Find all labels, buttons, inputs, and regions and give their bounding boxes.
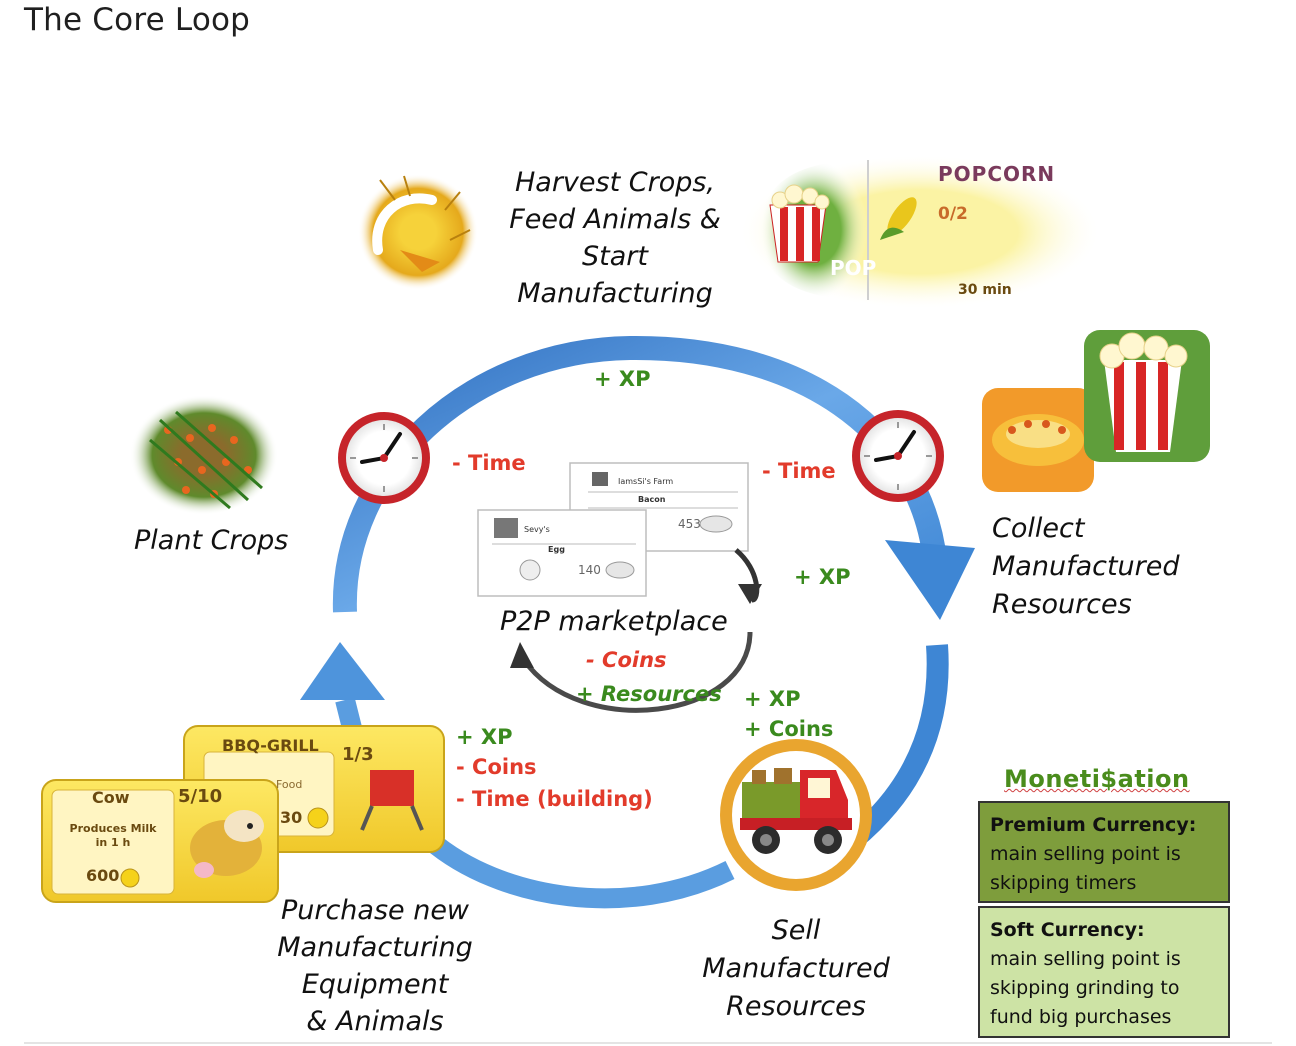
sell-xp-label: + XP [744, 687, 801, 711]
clock-icon [338, 412, 430, 504]
purchase-coins-label: - Coins [456, 755, 537, 779]
card-back-item: Bacon [638, 495, 666, 504]
popcorn-panel-label: POP [830, 256, 877, 280]
grill-card-price: 30 [280, 808, 303, 827]
right-time-label: - Time [762, 459, 836, 483]
p2p-resources-label: + Resources [576, 682, 722, 706]
delivery-truck-icon [720, 739, 872, 891]
bottom-divider [24, 1042, 1272, 1044]
grill-card-title: BBQ-GRILL [222, 736, 319, 755]
grill-card-count: 1/3 [342, 744, 374, 765]
purchase-time-label: - Time (building) [456, 787, 653, 811]
right-arrowhead [885, 540, 975, 620]
popcorn-panel-progress: 0/2 [938, 204, 968, 224]
card-back-farm: IamsSi's Farm [618, 477, 673, 486]
premium-currency-title: Premium Currency: [990, 814, 1197, 836]
card-front-price: 140 [578, 563, 601, 577]
crop-field-icon [130, 395, 278, 515]
popcorn-panel-title: POPCORN [938, 162, 1056, 186]
right-xp-label: + XP [794, 565, 851, 589]
left-arrowhead [300, 642, 385, 700]
p2p-coins-label: - Coins [586, 648, 667, 672]
top-xp-label: + XP [594, 367, 651, 391]
soft-currency-box: Soft Currency: main selling point is ski… [978, 906, 1230, 1038]
p2p-marketplace-title: P2P marketplace [500, 606, 728, 637]
step-sell-label: Sell Manufactured Resources [702, 915, 890, 1022]
bottom-arc [423, 832, 735, 909]
purchase-xp-label: + XP [456, 725, 513, 749]
cow-card-title: Cow [92, 788, 130, 807]
cow-card-price: 600 [86, 866, 120, 885]
card-back-price: 453 [678, 517, 701, 531]
soft-currency-text: main selling point is skipping grinding … [990, 948, 1181, 1028]
premium-currency-text: main selling point is skipping timers [990, 843, 1181, 894]
clock-icon [852, 410, 944, 502]
grill-card-desc: Food [276, 778, 303, 791]
step-collect-label: Collect Manufactured Resources [992, 513, 1180, 620]
step-plant-label: Plant Crops [134, 525, 289, 556]
soft-currency-title: Soft Currency: [990, 919, 1145, 941]
corn-icon [880, 197, 917, 240]
premium-currency-box: Premium Currency: main selling point is … [978, 801, 1230, 903]
card-front-item: Egg [548, 545, 565, 554]
monetisation-title: Moneti$ation [1004, 765, 1190, 793]
harvest-wheat-icon [358, 174, 478, 290]
collect-resources-icon [982, 330, 1210, 492]
cow-card-count: 5/10 [178, 786, 223, 807]
p2p-cards [477, 462, 762, 713]
popcorn-production-panel [742, 156, 1098, 308]
step-purchase-label: Purchase new Manufacturing Equipment & A… [277, 895, 473, 1037]
popcorn-panel-time: 30 min [958, 282, 1012, 298]
cow-card-desc: Produces Milk in 1 h [69, 822, 157, 849]
left-time-label: - Time [452, 451, 526, 475]
page-title: The Core Loop [24, 2, 251, 38]
cow-shop-card [41, 779, 279, 903]
card-front-farm: Sevy's [524, 525, 550, 534]
sell-coins-label: + Coins [744, 717, 834, 741]
step-harvest-label: Harvest Crops, Feed Animals & Start Manu… [509, 167, 721, 309]
